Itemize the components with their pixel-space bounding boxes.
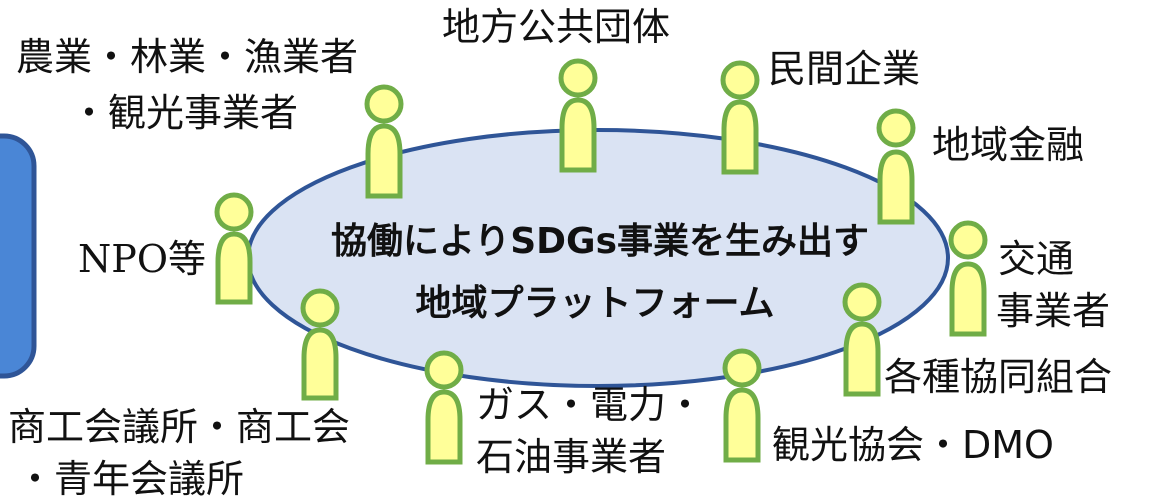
person-icon-energy bbox=[424, 350, 464, 465]
side-panel bbox=[0, 133, 37, 379]
label-cooperatives: 各種協同組合 bbox=[884, 355, 1113, 399]
person-icon-cooperatives bbox=[842, 282, 882, 397]
label-agriculture-line1: 農業・林業・漁業者 bbox=[16, 35, 359, 79]
person-icon-chamber bbox=[300, 288, 340, 401]
label-transport-line2: 事業者 bbox=[996, 289, 1111, 333]
person-icon-private-companies bbox=[720, 60, 760, 175]
platform-title-line1: 協働によりSDGs事業を生み出す bbox=[330, 221, 870, 262]
platform-title-line2: 地域プラットフォーム bbox=[415, 283, 775, 324]
person-icon-tourism bbox=[722, 348, 762, 463]
person-icon-local-government bbox=[558, 58, 598, 173]
person-icon-regional-finance bbox=[876, 108, 916, 225]
person-icon-transport bbox=[948, 220, 988, 337]
label-chamber-line1: 商工会議所・商工会 bbox=[8, 405, 351, 449]
label-local-government: 地方公共団体 bbox=[442, 5, 671, 49]
label-regional-finance: 地域金融 bbox=[932, 123, 1085, 167]
label-private-companies: 民間企業 bbox=[768, 47, 921, 91]
label-energy-line2: 石油事業者 bbox=[476, 435, 667, 479]
label-transport-line1: 交通 bbox=[998, 237, 1075, 281]
label-chamber-line2: ・青年会議所 bbox=[16, 457, 245, 501]
label-energy-line1: ガス・電力・ bbox=[476, 383, 705, 427]
person-icon-agriculture bbox=[364, 84, 404, 199]
label-agriculture-line2: ・観光事業者 bbox=[70, 91, 299, 135]
label-tourism-association: 観光協会・DMO bbox=[772, 423, 1054, 467]
label-npo: NPO等 bbox=[78, 237, 206, 281]
person-icon-npo bbox=[214, 192, 254, 305]
